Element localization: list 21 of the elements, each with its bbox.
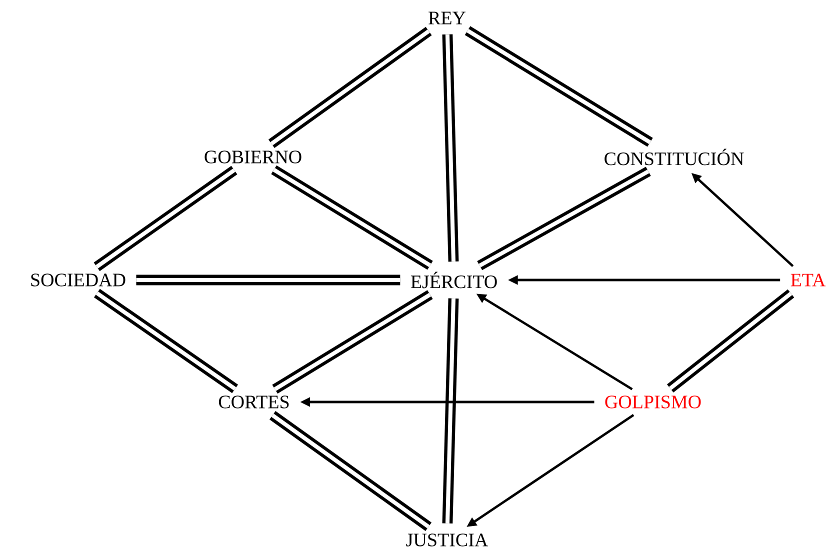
node-label: EJÉRCITO — [410, 272, 497, 288]
double-line — [442, 298, 459, 524]
node-label: SOCIEDAD — [31, 274, 126, 286]
double-line — [464, 26, 653, 147]
node-label: CONSTITUCIÓN — [604, 148, 744, 166]
double-line — [268, 26, 432, 148]
double-line — [136, 274, 400, 286]
double-line — [94, 288, 238, 394]
double-line — [477, 166, 651, 270]
double-line — [94, 166, 238, 272]
double-line — [269, 411, 432, 531]
node-label: REY — [428, 12, 466, 24]
double-line — [442, 34, 459, 262]
node-label: ETA — [790, 274, 826, 286]
double-line — [666, 289, 794, 393]
double-line — [271, 165, 433, 270]
node-label: GOBIERNO — [204, 150, 302, 164]
node-label: GOLPISMO — [605, 396, 701, 408]
double-line — [272, 290, 433, 394]
node-label: CORTES — [218, 396, 289, 408]
node-label: JUSTICIA — [406, 534, 488, 546]
